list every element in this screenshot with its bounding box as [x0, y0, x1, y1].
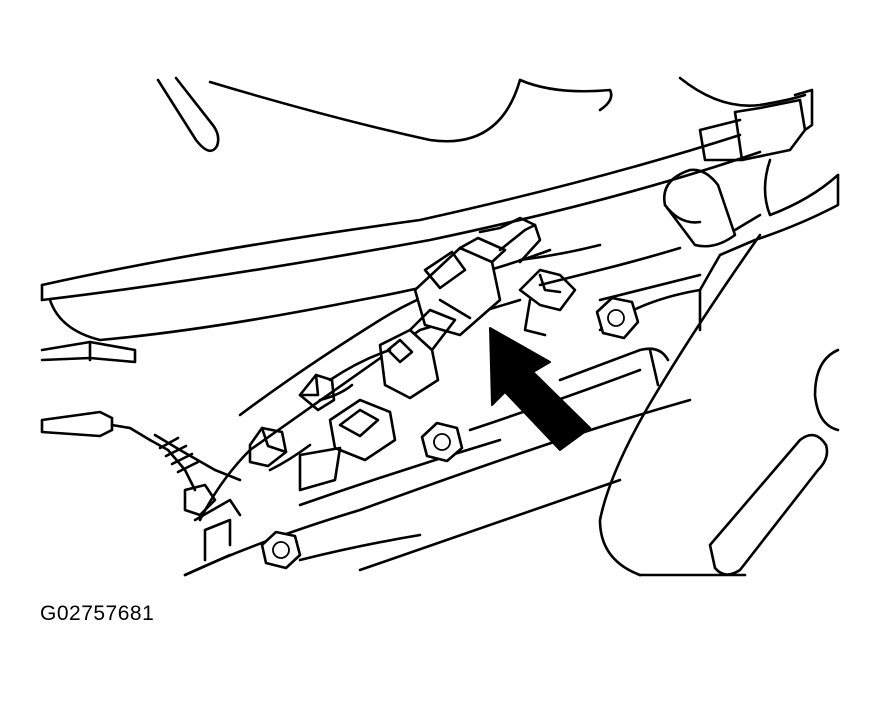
sensor-lead	[40, 410, 242, 522]
small-stud-2	[248, 426, 288, 468]
harness-connector-upper	[413, 216, 542, 337]
arrow-icon	[489, 327, 591, 451]
upper-right-clip	[698, 88, 814, 162]
stud	[518, 268, 577, 337]
bolt-right	[595, 296, 640, 340]
harness-connector-middle	[378, 308, 457, 400]
bolt-lower-left	[260, 530, 302, 570]
lower-bracket	[183, 478, 622, 577]
harness-connector-lower	[298, 398, 397, 492]
upper-hose	[40, 76, 807, 364]
figure-id-label: G02757681	[40, 602, 155, 625]
lower-right-slot	[708, 433, 829, 576]
small-stud-1	[298, 373, 336, 412]
slotted-bracket	[156, 76, 220, 153]
bolt-center	[420, 421, 464, 463]
right-housing	[598, 158, 840, 577]
